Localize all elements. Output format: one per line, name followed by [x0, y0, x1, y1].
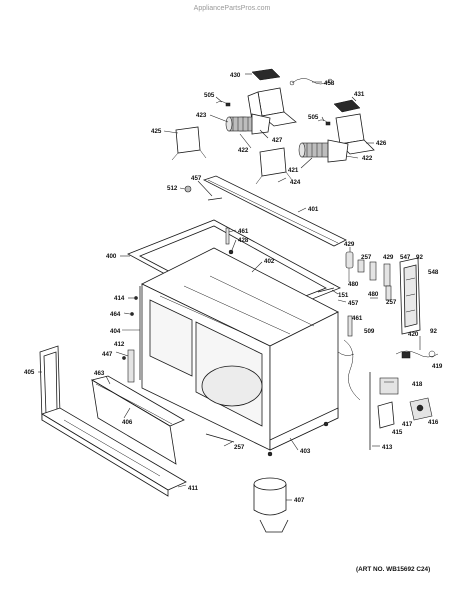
callout-labels: 430 458 505 431 423 425 427 505 426 422 …: [24, 72, 443, 504]
callout-461-top: 461: [238, 228, 249, 235]
callout-425: 425: [151, 128, 162, 135]
watermark: AppliancePartsPros.com: [193, 5, 271, 12]
harness-509[interactable]: [337, 339, 361, 401]
callout-402: 402: [264, 258, 275, 265]
connector-505-right[interactable]: [317, 119, 331, 126]
callout-92-top: 92: [416, 254, 423, 261]
blower-423[interactable]: [225, 113, 271, 135]
callout-431: 431: [354, 91, 365, 98]
leader-lines: [38, 73, 421, 501]
callout-257-front: 257: [234, 444, 245, 451]
component-480[interactable]: [369, 261, 391, 287]
module-416[interactable]: [409, 397, 433, 421]
screw-512[interactable]: [184, 185, 192, 193]
callout-413: 413: [382, 444, 393, 451]
callout-405: 405: [24, 369, 35, 376]
callout-411: 411: [188, 485, 199, 492]
callout-457-right: 457: [348, 300, 359, 307]
callout-404: 404: [110, 328, 121, 335]
blower-bracket-left[interactable]: [247, 87, 297, 127]
callout-400: 400: [106, 253, 117, 260]
leveling-leg-407[interactable]: [253, 477, 289, 533]
callout-403: 403: [300, 448, 311, 455]
screw-464[interactable]: [130, 312, 134, 316]
kick-panel-411[interactable]: [41, 407, 187, 497]
callout-548: 548: [428, 269, 439, 276]
callout-418: 418: [412, 381, 423, 388]
art-number: (ART NO. WB15692 C24): [356, 566, 431, 573]
callout-505-left: 505: [204, 92, 215, 99]
callout-505-right: 505: [308, 114, 319, 121]
callout-464: 464: [110, 311, 121, 318]
callout-512: 512: [167, 185, 178, 192]
callout-417: 417: [402, 421, 413, 428]
rail-461-right[interactable]: [347, 315, 353, 337]
callout-547: 547: [400, 254, 411, 261]
bracket-424[interactable]: [255, 147, 293, 185]
callout-415: 415: [392, 429, 403, 436]
bracket-257-upper[interactable]: [357, 259, 365, 273]
control-board-548[interactable]: [399, 257, 421, 335]
callout-429-left: 429: [344, 241, 355, 248]
rail-257-front[interactable]: [205, 433, 235, 443]
harness-419[interactable]: [395, 350, 439, 359]
callout-257-upper: 257: [361, 254, 372, 261]
rail-461[interactable]: [225, 227, 230, 245]
callout-412: 412: [114, 341, 125, 348]
wire-harness-458[interactable]: [289, 78, 333, 86]
callout-480-left: 480: [348, 281, 359, 288]
callout-416: 416: [428, 419, 439, 426]
vent-grille-431[interactable]: [333, 99, 361, 113]
module-418[interactable]: [379, 377, 399, 395]
connector-505-left[interactable]: [215, 101, 231, 107]
chassis-body[interactable]: [141, 247, 339, 451]
callout-428: 428: [238, 237, 249, 244]
callout-257-right: 257: [386, 299, 397, 306]
callout-426: 426: [376, 140, 387, 147]
callout-461-right: 461: [352, 315, 363, 322]
door-frame-406[interactable]: [90, 375, 185, 465]
callout-422-left: 422: [238, 147, 249, 154]
callout-457-top: 457: [191, 175, 202, 182]
callout-458: 458: [324, 80, 335, 87]
callout-509: 509: [364, 328, 375, 335]
callout-401: 401: [308, 206, 319, 213]
callout-420: 420: [408, 331, 419, 338]
callout-407: 407: [294, 497, 305, 504]
seal-463[interactable]: [95, 383, 173, 425]
callout-151: 151: [338, 292, 349, 299]
sensor-429[interactable]: [345, 251, 354, 282]
blower-bracket-right[interactable]: [335, 113, 375, 155]
callout-414: 414: [114, 295, 125, 302]
callout-424: 424: [290, 179, 301, 186]
bracket-425[interactable]: [171, 126, 207, 161]
callout-463: 463: [94, 370, 105, 377]
callout-419: 419: [432, 363, 443, 370]
vent-grille-430[interactable]: [251, 68, 281, 81]
base-403[interactable]: [267, 407, 339, 457]
blower-421[interactable]: [298, 139, 349, 163]
callout-406: 406: [122, 419, 133, 426]
callout-429-right: 429: [383, 254, 394, 261]
callout-422-right: 422: [362, 155, 373, 162]
callout-430: 430: [230, 72, 241, 79]
bracket-412[interactable]: [127, 349, 135, 383]
callout-423: 423: [196, 112, 207, 119]
callout-447: 447: [102, 351, 113, 358]
callout-427: 427: [272, 137, 283, 144]
bracket-257-right[interactable]: [385, 285, 392, 301]
trim-401[interactable]: [202, 175, 347, 247]
screw-428[interactable]: [228, 249, 234, 255]
rail-151[interactable]: [317, 287, 335, 293]
callout-480-right: 480: [368, 291, 379, 298]
module-417[interactable]: [377, 401, 395, 429]
trim-457-top[interactable]: [207, 197, 223, 201]
screw-414[interactable]: [134, 296, 138, 300]
callout-421: 421: [288, 167, 299, 174]
screw-447[interactable]: [122, 356, 126, 360]
callout-92-bottom: 92: [430, 328, 437, 335]
